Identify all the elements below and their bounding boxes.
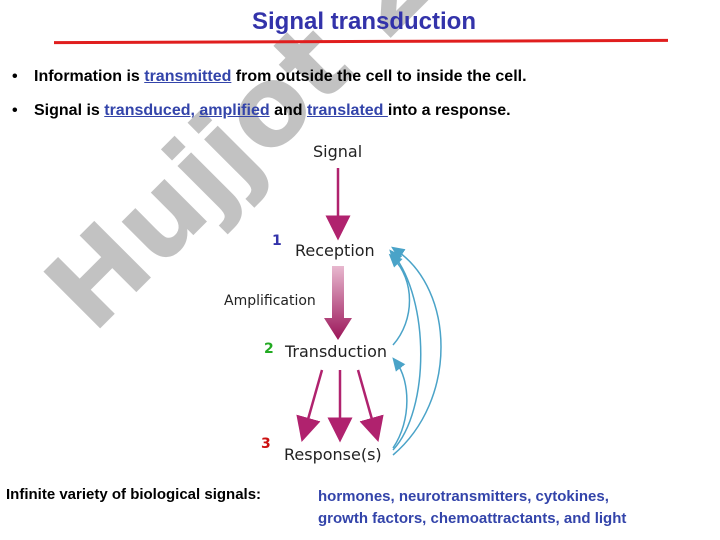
- transduction-label: Transduction: [284, 342, 387, 361]
- signal-label: Signal: [313, 142, 362, 161]
- signals-line-2: growth factors, chemoattractants, and li…: [318, 510, 627, 527]
- bullet-1-text: Information is transmitted from outside …: [34, 68, 527, 85]
- bullet-list: • Information is transmitted from outsid…: [10, 66, 710, 134]
- step-3-marker: 3: [261, 436, 271, 452]
- keyword-term: transmitted: [144, 68, 232, 85]
- amplification-label: Amplification: [224, 293, 316, 309]
- response-arrow-right: [356, 369, 384, 443]
- feedback-arrow-response-reception: [389, 249, 422, 451]
- bullet-item-1: • Information is transmitted from outsid…: [10, 66, 710, 88]
- signals-line-1: hormones, neurotransmitters, cytokines,: [318, 488, 609, 505]
- bullet-item-2: • Signal is transduced, amplified and tr…: [10, 100, 710, 122]
- step-2-marker: 2: [264, 341, 274, 357]
- signals-label: Infinite variety of biological signals:: [6, 486, 262, 503]
- response-arrow-left: [296, 369, 324, 443]
- keyword-term: amplified: [199, 102, 270, 119]
- amplification-arrow: [324, 266, 352, 340]
- bullet-text-segment: Information is: [34, 68, 145, 85]
- bullet-text-segment: from outside the cell to inside the cell…: [231, 68, 527, 85]
- page-title: Signal transduction: [251, 8, 476, 35]
- keyword-term: transduced,: [104, 102, 195, 119]
- bullet-dot: •: [12, 102, 18, 119]
- response-label: Response(s): [284, 445, 382, 464]
- signals-list: hormones, neurotransmitters, cytokines, …: [318, 486, 718, 530]
- bullet-2-text: Signal is transduced, amplified and tran…: [34, 102, 511, 119]
- feedback-arrow-transduction: [388, 253, 411, 346]
- bullet-text-segment: Signal is: [34, 102, 105, 119]
- feedback-arrow-outer: [391, 246, 442, 456]
- keyword-term: translated: [306, 102, 388, 119]
- feedback-arrow-response-transduction: [392, 357, 408, 449]
- reception-label: Reception: [295, 241, 375, 260]
- step-1-marker: 1: [272, 233, 282, 249]
- bullet-text-segment: into a response.: [387, 102, 511, 119]
- bullet-dot: •: [12, 68, 18, 85]
- bullet-text-segment: and: [269, 102, 307, 119]
